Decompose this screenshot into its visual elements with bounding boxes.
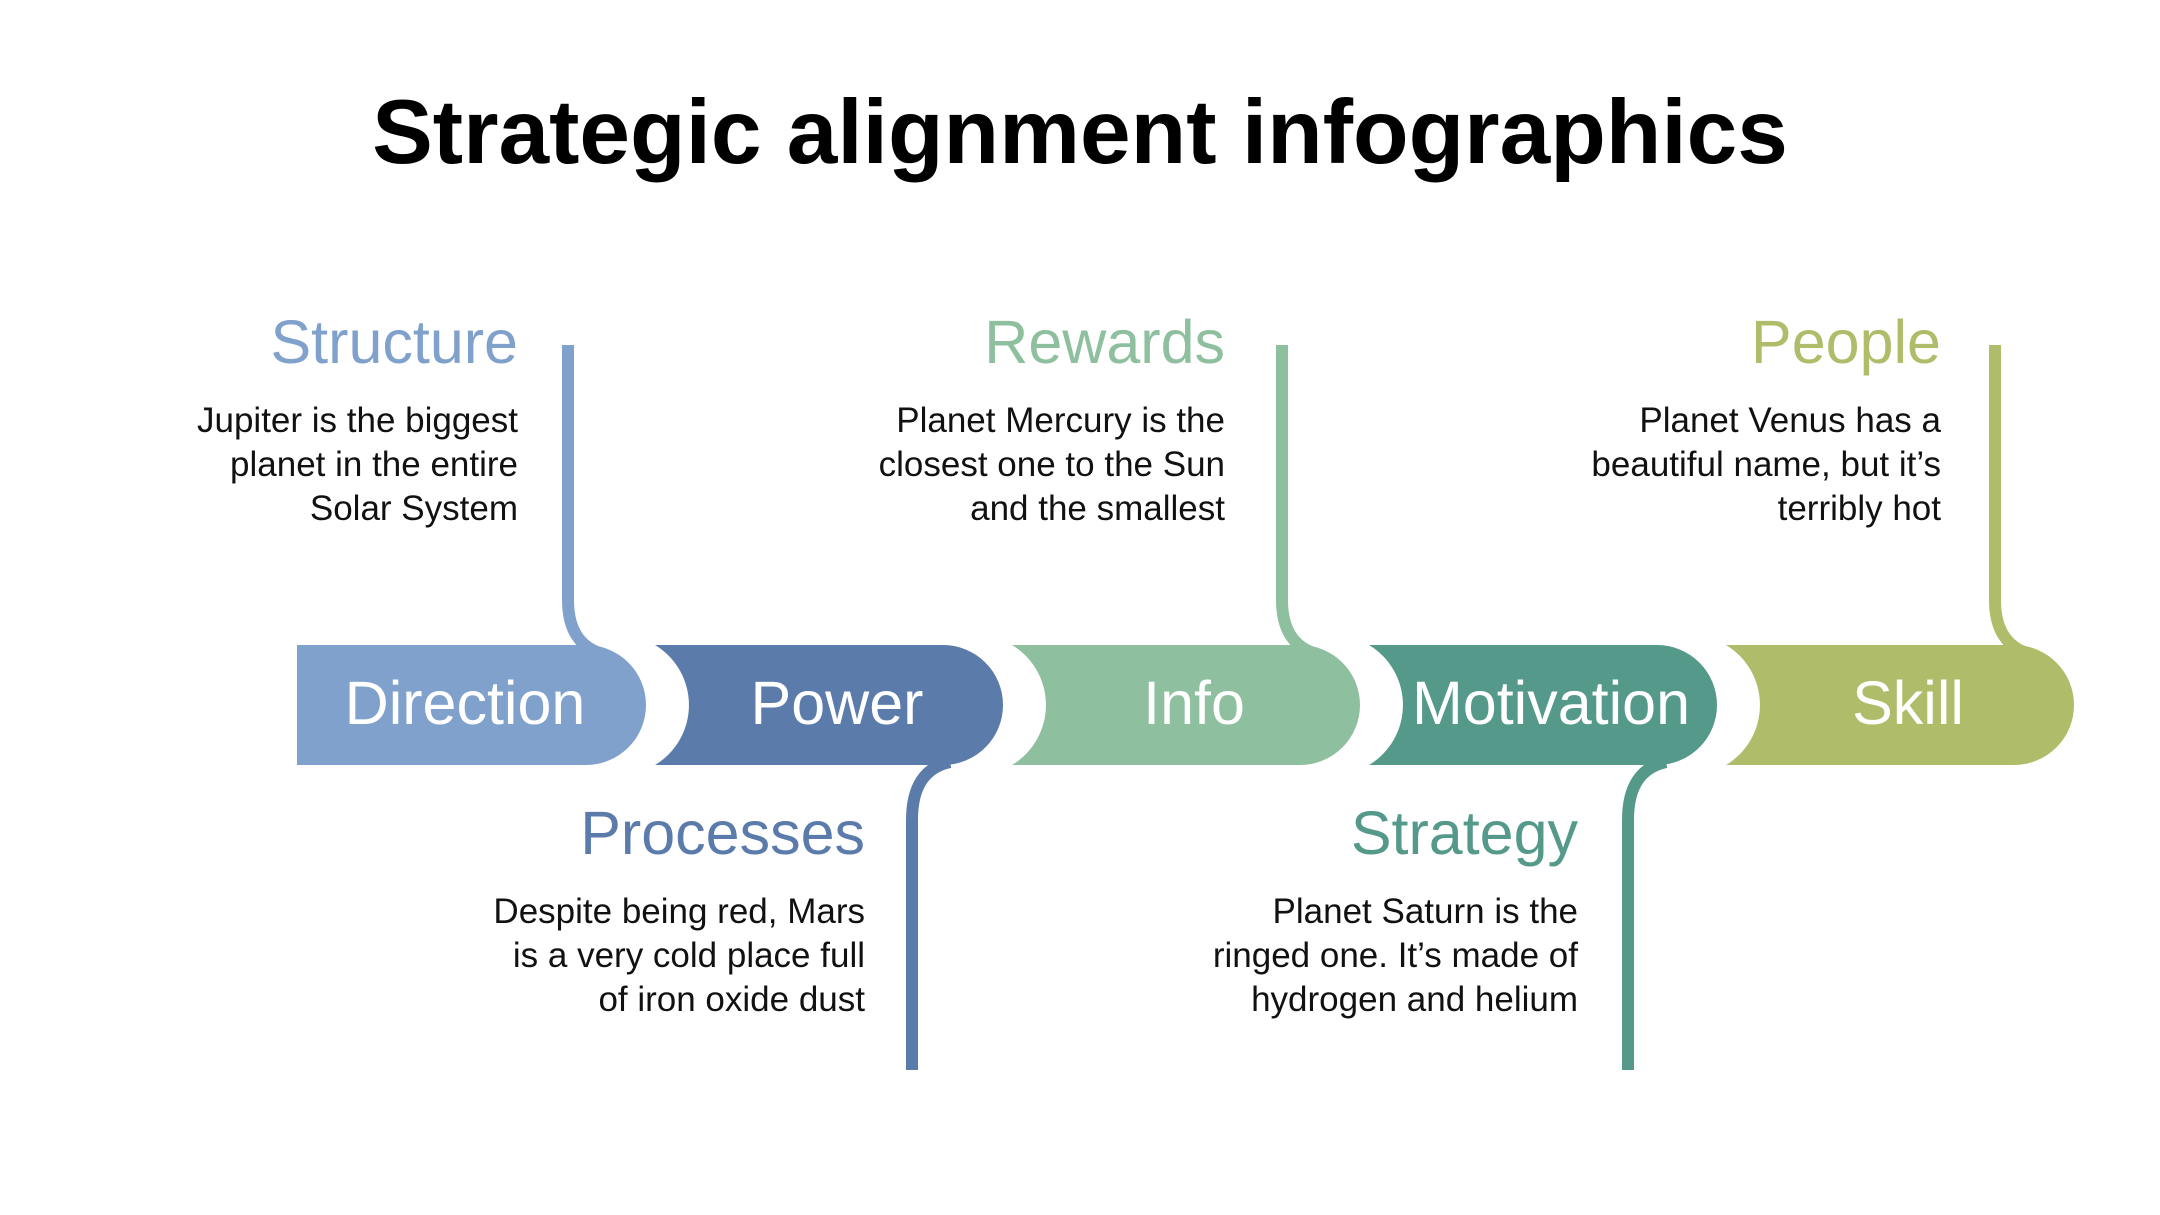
rewards-description-line: and the smallest: [970, 489, 1225, 528]
segment-label-direction: Direction: [344, 669, 586, 737]
rewards-heading: Rewards: [984, 308, 1225, 376]
processes-description-line: is a very cold place full: [512, 936, 865, 975]
strategy-description-line: ringed one. It’s made of: [1212, 936, 1578, 975]
segment-motivation: [1369, 645, 1717, 765]
segment-label-skill: Skill: [1852, 669, 1964, 737]
structure-block: Structure Jupiter is the biggest planet …: [197, 307, 518, 531]
structure-description-line: Solar System: [309, 489, 518, 528]
processes-description-line: Despite being red, Mars: [493, 892, 865, 931]
people-description: Planet Venus has a beautiful name, but i…: [1591, 399, 1941, 531]
strategy-heading: Strategy: [1350, 799, 1578, 867]
segment-label-info: Info: [1143, 669, 1245, 737]
processes-connector: [906, 756, 952, 1070]
segment-info: [1012, 645, 1360, 765]
strategy-description-line: hydrogen and helium: [1251, 980, 1578, 1019]
people-description-line: terribly hot: [1777, 489, 1941, 528]
page-title: Strategic alignment infographics: [372, 82, 1788, 183]
people-connector: [1989, 345, 2035, 661]
people-block: People Planet Venus has a beautiful name…: [1591, 307, 1941, 531]
structure-description: Jupiter is the biggest planet in the ent…: [197, 399, 518, 531]
processes-block: Processes Despite being red, Mars is a v…: [493, 798, 865, 1022]
people-description-line: Planet Venus has a: [1639, 401, 1941, 440]
rewards-connector: [1276, 345, 1322, 661]
segment-power: [655, 645, 1003, 765]
segment-label-motivation: Motivation: [1411, 669, 1690, 737]
people-heading: People: [1751, 308, 1941, 376]
rewards-block: Rewards Planet Mercury is the closest on…: [879, 307, 1225, 531]
structure-description-line: planet in the entire: [230, 445, 518, 484]
structure-heading: Structure: [270, 308, 519, 376]
segment-label-power: Power: [750, 669, 924, 737]
people-description-line: beautiful name, but it’s: [1591, 445, 1941, 484]
rewards-description: Planet Mercury is the closest one to the…: [879, 399, 1225, 531]
structure-description-line: Jupiter is the biggest: [196, 401, 518, 440]
processes-description-line: of iron oxide dust: [598, 980, 865, 1019]
processes-description: Despite being red, Mars is a very cold p…: [493, 890, 865, 1022]
rewards-description-line: closest one to the Sun: [878, 445, 1225, 484]
strategy-connector: [1622, 756, 1668, 1070]
strategy-description-line: Planet Saturn is the: [1272, 892, 1578, 931]
strategy-block: Strategy Planet Saturn is the ringed one…: [1213, 798, 1578, 1022]
segment-direction: [297, 645, 646, 765]
structure-connector: [562, 345, 608, 661]
rewards-description-line: Planet Mercury is the: [896, 401, 1225, 440]
strategy-description: Planet Saturn is the ringed one. It’s ma…: [1213, 890, 1578, 1022]
segment-skill: [1726, 645, 2074, 765]
processes-heading: Processes: [580, 799, 865, 867]
